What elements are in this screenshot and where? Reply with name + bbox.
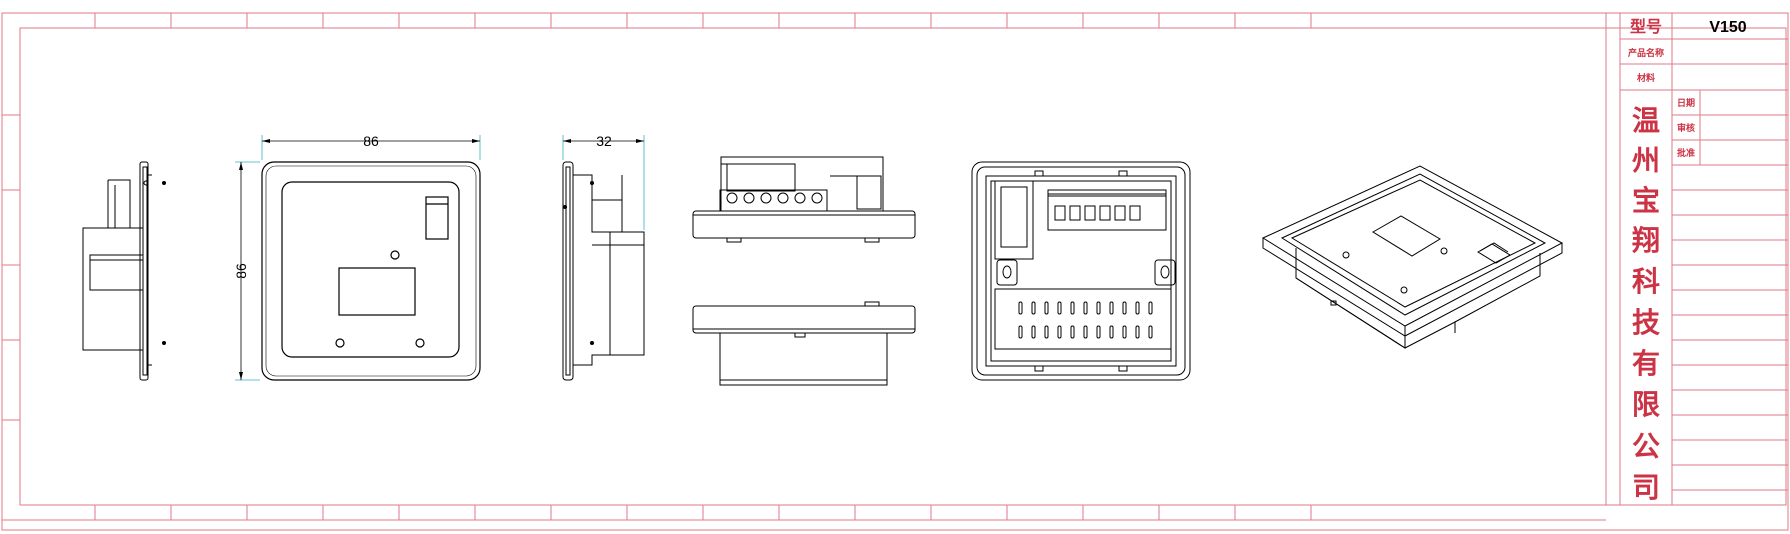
title-block	[1619, 13, 1788, 505]
front-view	[261, 161, 481, 381]
company-char: 公	[1632, 430, 1660, 463]
review-label: 审核	[1677, 122, 1695, 134]
top-view	[692, 156, 916, 243]
model-value: V150	[1709, 19, 1746, 36]
company-char: 州	[1632, 144, 1660, 177]
product-name-label: 产品名称	[1628, 47, 1664, 59]
isometric-view	[1261, 165, 1564, 349]
company-char: 有	[1632, 347, 1660, 380]
company-char: 司	[1632, 471, 1660, 504]
depth-dimension-lines	[562, 135, 645, 230]
left-zone-ticks	[2, 114, 20, 421]
company-char: 限	[1632, 388, 1660, 421]
bottom-zone-ticks	[2, 505, 1606, 521]
date-label: 日期	[1677, 97, 1695, 109]
company-char: 温	[1632, 104, 1660, 137]
bottom-view	[692, 301, 916, 386]
material-label: 材料	[1636, 72, 1655, 84]
width-dimension: 86	[363, 133, 379, 149]
approve-label: 批准	[1677, 147, 1695, 159]
company-char: 科	[1632, 265, 1660, 298]
company-char: 宝	[1632, 184, 1660, 217]
back-view	[971, 161, 1191, 381]
border-frame	[1, 12, 1789, 531]
company-char: 翔	[1632, 224, 1660, 257]
side-view-right	[562, 161, 645, 381]
depth-dimension: 32	[596, 133, 612, 149]
side-view-left	[82, 161, 166, 381]
company-char: 技	[1632, 306, 1660, 339]
vent-slots	[1018, 301, 1153, 339]
front-dimensions	[235, 135, 481, 381]
top-zone-ticks	[94, 13, 1312, 28]
company-name: 温 州 宝 翔 科 技 有 限 公 司	[1632, 104, 1660, 504]
height-dimension: 86	[233, 263, 249, 279]
model-label: 型号	[1630, 17, 1662, 36]
